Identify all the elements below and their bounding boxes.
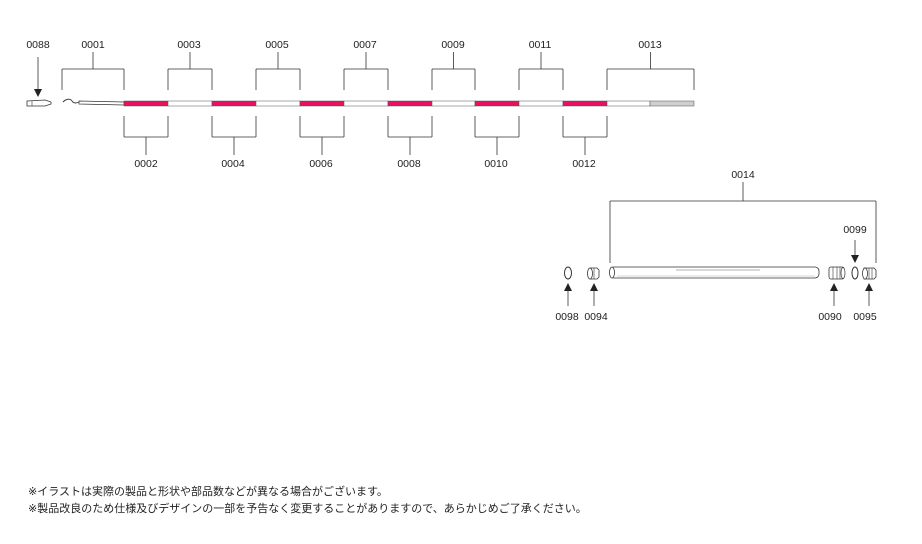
rod-section-1	[123, 100, 169, 107]
rod-bottom-label-0008: 0008	[397, 158, 421, 170]
cap-arrow	[34, 57, 42, 97]
o-ring-part-0098	[564, 266, 572, 280]
joint-part-0090	[828, 266, 846, 280]
rod-section-7	[387, 100, 433, 107]
rod-top-label-0001: 0001	[81, 39, 105, 51]
arrow-0099	[851, 240, 859, 263]
rod-section-8	[431, 100, 476, 107]
rod-bottom-label-0010: 0010	[484, 158, 508, 170]
rod-line-tip	[62, 98, 125, 106]
tube-bracket	[609, 182, 877, 263]
part-label-0090: 0090	[818, 311, 842, 323]
rod-top-label-0009: 0009	[441, 39, 465, 51]
rod-bottom-label-0004: 0004	[221, 158, 245, 170]
rod-section-9	[474, 100, 520, 107]
rod-top-label-0003: 0003	[177, 39, 201, 51]
rod-bottom-label-0002: 0002	[134, 158, 158, 170]
rod-section-13	[649, 100, 695, 107]
arrow-0094	[590, 283, 598, 306]
arrow-0095	[865, 283, 873, 306]
rod-section-4	[255, 100, 301, 107]
tube-part	[609, 266, 820, 279]
disclaimer-note-2: ※製品改良のため仕様及びデザインの一部を予告なく変更することがありますので、あら…	[28, 502, 587, 515]
rod-section-5	[299, 100, 345, 107]
part-label-0098: 0098	[555, 311, 579, 323]
rod-sections	[123, 100, 695, 107]
rod-top-label-0005: 0005	[265, 39, 289, 51]
o-ring-part-0099	[851, 266, 859, 280]
part-label-0095: 0095	[853, 311, 877, 323]
rod-section-11	[562, 100, 608, 107]
part-label-0099: 0099	[843, 224, 867, 236]
rod-bottom-label-0012: 0012	[572, 158, 596, 170]
arrow-0098	[564, 283, 572, 306]
tube-label: 0014	[731, 169, 755, 181]
rod-top-label-0013: 0013	[638, 39, 662, 51]
disclaimer-note-1: ※イラストは実際の製品と形状や部品数などが異なる場合がございます。	[28, 485, 388, 498]
rod-top-label-0011: 0011	[529, 39, 552, 51]
rod-brackets	[61, 52, 695, 155]
rod-section-6	[343, 100, 389, 107]
plug-part-0094	[587, 267, 600, 280]
rod-section-2	[167, 100, 213, 107]
cap-label: 0088	[26, 39, 50, 51]
rod-section-3	[211, 100, 257, 107]
rod-bottom-label-0006: 0006	[309, 158, 333, 170]
rod-top-label-0007: 0007	[353, 39, 377, 51]
arrow-0090	[830, 283, 838, 306]
end-cap-part-0095	[862, 267, 877, 280]
rod-section-10	[518, 100, 564, 107]
tip-cap-part	[26, 99, 52, 107]
rod-section-12	[606, 100, 651, 107]
part-label-0094: 0094	[584, 311, 608, 323]
